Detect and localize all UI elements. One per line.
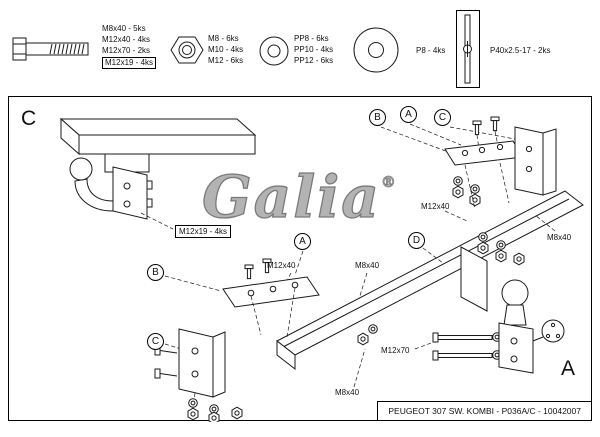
washer-icon bbox=[368, 324, 378, 334]
nut-icon bbox=[208, 411, 220, 422]
washer-label: PP10 - 4ks bbox=[294, 45, 334, 54]
nut-label: M12 - 6ks bbox=[208, 56, 244, 65]
washer-label: PP8 - 6ks bbox=[294, 34, 329, 43]
callout-c-left: C bbox=[147, 333, 164, 350]
spring-washer-icon bbox=[259, 36, 289, 66]
corner-letter-a: A bbox=[561, 357, 576, 380]
hex-bolt-icon bbox=[12, 37, 89, 61]
detail-view-crossbar-ball bbox=[59, 117, 257, 230]
hardware-legend: M8x40 - 5ks M12x40 - 4ks M12x70 - 2ks M1… bbox=[0, 0, 600, 96]
washer-icon bbox=[478, 232, 488, 242]
diagram-canvas bbox=[59, 116, 584, 422]
watermark-text: Galia bbox=[201, 162, 381, 231]
washer-icon bbox=[470, 184, 480, 194]
flat-washer-icon bbox=[353, 27, 399, 73]
registered-mark: ® bbox=[380, 173, 398, 192]
washer-quantities: PP8 - 6ks PP10 - 4ks PP12 - 6ks bbox=[294, 33, 333, 66]
bolt-label: M12x70 - 2ks bbox=[102, 46, 151, 55]
galia-watermark: Galia® bbox=[145, 162, 455, 231]
towball bbox=[501, 279, 529, 307]
label-m12x40-mid: M12x40 bbox=[267, 261, 296, 270]
nut-quantities: M8 - 6ks M10 - 4ks M12 - 6ks bbox=[208, 33, 243, 66]
nut-icon bbox=[469, 193, 481, 207]
washer-label: PP12 - 6ks bbox=[294, 56, 334, 65]
label-m12x70: M12x70 bbox=[381, 346, 410, 355]
spacer-plate-icon bbox=[463, 14, 472, 84]
bolt-icon bbox=[472, 120, 482, 136]
nut-icon bbox=[187, 407, 199, 421]
washer-icon bbox=[496, 240, 506, 250]
bolt-quantities: M8x40 - 5ks M12x40 - 4ks M12x70 - 2ks M1… bbox=[102, 23, 157, 69]
spacer-plate-box bbox=[456, 10, 480, 88]
crossbar-main bbox=[276, 190, 584, 371]
label-m8x40-right: M8x40 bbox=[547, 233, 572, 242]
bolt-label: M12x40 - 4ks bbox=[102, 35, 151, 44]
nut-icon bbox=[495, 249, 507, 263]
corner-letter-c: C bbox=[21, 107, 37, 130]
bolt-label: M8x40 - 5ks bbox=[102, 24, 146, 33]
bolt-icon bbox=[490, 116, 500, 132]
assembly-towball bbox=[353, 246, 565, 388]
towball-detail bbox=[69, 157, 93, 181]
nut-icon bbox=[513, 252, 525, 266]
spacer-plate-quantity: P40x2.5-17 - 2ks bbox=[490, 46, 551, 55]
assembly-lower-left-bracket bbox=[154, 328, 243, 422]
hex-nut-icon bbox=[170, 36, 204, 64]
nut-icon bbox=[357, 332, 369, 346]
label-m8x40-bottom: M8x40 bbox=[335, 388, 360, 397]
label-m12x40-right: M12x40 bbox=[421, 202, 450, 211]
nut-label: M8 - 6ks bbox=[208, 34, 239, 43]
assembly-right-bracket bbox=[380, 116, 557, 266]
callout-d: D bbox=[408, 232, 425, 249]
label-ball-bolts: M12x19 - 4ks bbox=[175, 225, 232, 238]
title-block: PEUGEOT 307 SW. KOMBI - P036A/C - 100420… bbox=[377, 401, 591, 420]
technical-drawing: Galia® bbox=[8, 96, 592, 422]
washer-icon bbox=[188, 398, 198, 408]
bolt-icon bbox=[244, 264, 254, 280]
label-m8x40-mid: M8x40 bbox=[355, 261, 380, 270]
callout-b-top: B bbox=[369, 109, 386, 126]
callout-a-top: A bbox=[400, 106, 417, 123]
callout-a-mid: A bbox=[294, 233, 311, 250]
flat-washer-quantity: P8 - 4ks bbox=[416, 46, 446, 55]
nut-label: M10 - 4ks bbox=[208, 45, 244, 54]
nut-icon bbox=[477, 241, 489, 255]
nut-icon bbox=[231, 406, 243, 420]
callout-c-top: C bbox=[434, 109, 451, 126]
washer-icon bbox=[453, 176, 463, 186]
callout-b-left: B bbox=[147, 264, 164, 281]
assembly-mid-left-bracket bbox=[164, 250, 368, 338]
nut-icon bbox=[452, 185, 464, 199]
bolt-label-boxed: M12x19 - 4ks bbox=[102, 57, 157, 69]
